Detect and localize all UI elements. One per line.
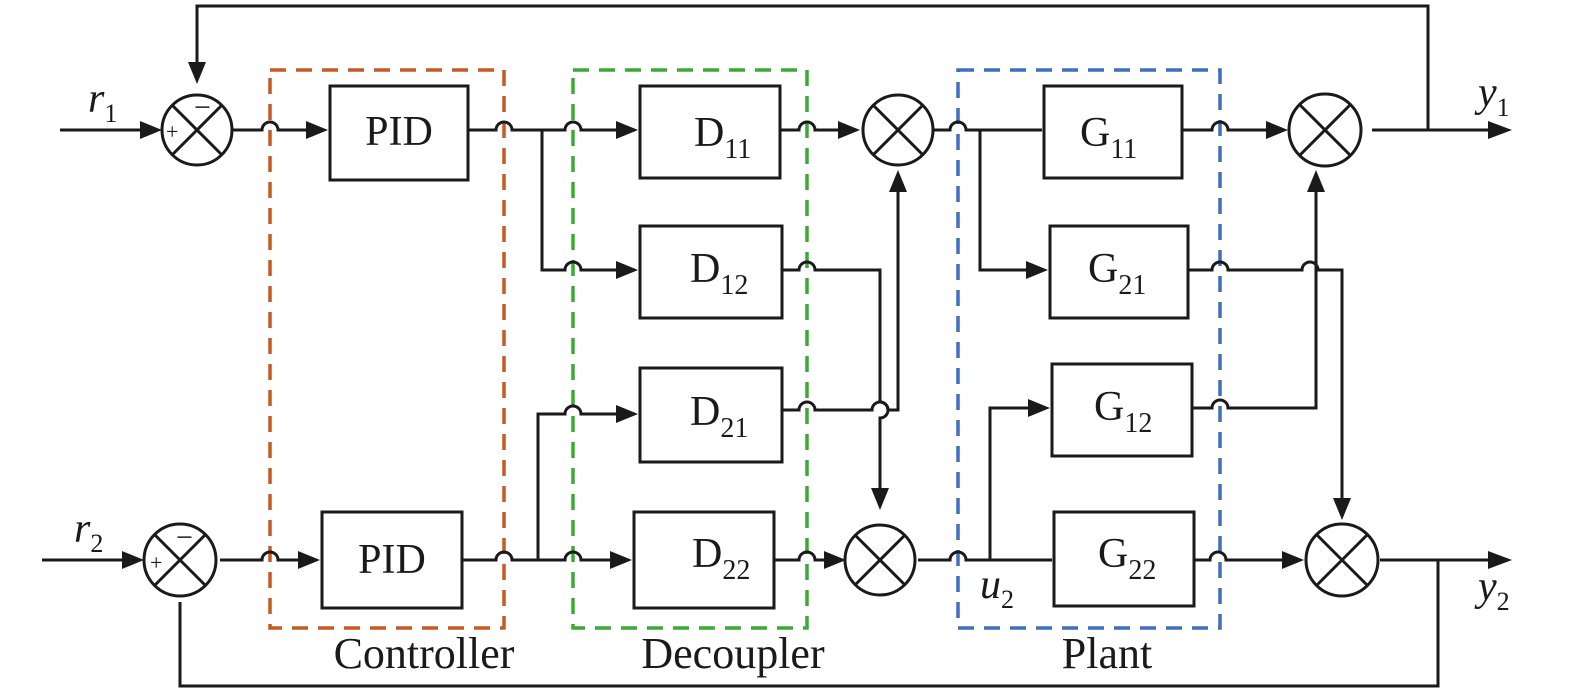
svg-text:PID: PID xyxy=(365,109,433,155)
summing-junction-r2 xyxy=(142,522,218,598)
decoupler-block-d12: D12 xyxy=(638,224,784,320)
decoupler-group-box xyxy=(571,68,809,630)
signal-label-r2: r2 xyxy=(74,506,103,558)
svg-text:D22: D22 xyxy=(692,531,750,586)
pid-block-2: PID xyxy=(320,510,464,610)
svg-text:D21: D21 xyxy=(690,389,748,444)
svg-text:G12: G12 xyxy=(1094,384,1152,439)
plant-block-g11: G11 xyxy=(1042,84,1184,180)
signal-label-u2: u2 xyxy=(980,562,1014,614)
svg-text:G21: G21 xyxy=(1088,246,1146,301)
controller-group-box xyxy=(268,68,506,630)
summing-junction-u2 xyxy=(843,523,917,597)
svg-text:D11: D11 xyxy=(694,110,751,165)
sum2-minus-sign: − xyxy=(176,521,193,554)
sum2-plus-sign: + xyxy=(150,550,162,575)
svg-text:D12: D12 xyxy=(690,246,748,301)
decoupler-block-d21: D21 xyxy=(638,366,784,464)
summing-junction-u1 xyxy=(861,93,935,167)
summing-junction-y1 xyxy=(1287,92,1363,168)
summing-junction-r1 xyxy=(160,93,234,167)
signal-wires xyxy=(42,4,1500,688)
plant-group-box xyxy=(956,68,1222,630)
group-label-plant: Plant xyxy=(1062,629,1152,678)
signal-label-y2: y2 xyxy=(1474,564,1510,616)
pid-block-1: PID xyxy=(328,84,470,182)
sum1-plus-sign: + xyxy=(166,119,178,144)
sum1-minus-sign: − xyxy=(194,91,211,124)
summing-junction-y2 xyxy=(1304,522,1380,598)
plant-block-g12: G12 xyxy=(1050,362,1194,458)
signal-label-r1: r1 xyxy=(88,76,117,128)
decoupler-block-d22: D22 xyxy=(632,510,776,610)
signal-label-y1: y1 xyxy=(1474,70,1510,122)
plant-block-g21: G21 xyxy=(1048,224,1190,320)
plant-block-g22: G22 xyxy=(1052,510,1196,608)
arrowheads xyxy=(122,62,1512,569)
group-label-controller: Controller xyxy=(334,629,515,678)
decoupler-block-d11: D11 xyxy=(638,84,782,180)
group-label-decoupler: Decoupler xyxy=(641,629,825,678)
svg-text:G22: G22 xyxy=(1098,531,1156,586)
svg-text:G11: G11 xyxy=(1080,110,1137,165)
svg-text:PID: PID xyxy=(358,537,426,583)
